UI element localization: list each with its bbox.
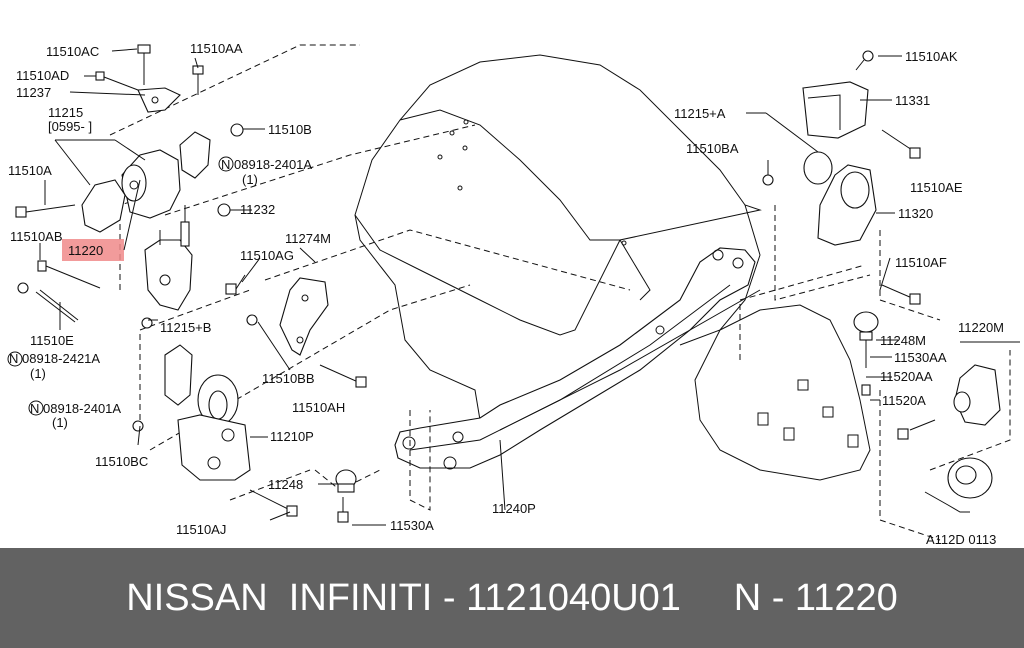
leader-lines <box>39 48 1020 526</box>
label-11331: 11331 <box>895 93 930 108</box>
front-mount-assembly <box>15 44 244 329</box>
n-markers <box>7 156 234 416</box>
label-11510bc: 11510BC <box>95 454 148 469</box>
label-11215: 11215 <box>48 105 83 120</box>
label-11510e: 11510E <box>30 333 74 348</box>
label-11520a: 11520A <box>882 393 926 408</box>
label-11510ak: 11510AK <box>905 49 958 64</box>
label-11510ac: 11510AC <box>46 44 99 59</box>
engine-block <box>354 54 762 421</box>
parts-diagram: 11510AC 11510AA 11510AD 11237 11215 [059… <box>7 41 1020 547</box>
label-11510bb: 11510BB <box>262 371 315 386</box>
transmission-case <box>694 304 871 481</box>
crossmember-11240p <box>394 247 761 470</box>
label-11510ad: 11510AD <box>16 68 69 83</box>
label-qty-bot: (1) <box>52 415 68 430</box>
label-11510ag: 11510AG <box>240 248 294 263</box>
part-number-text: NISSAN INFINITI - 1121040U01 N - 11220 <box>126 576 898 619</box>
stopper-11248 <box>335 469 357 523</box>
right-mount-assembly <box>762 50 921 305</box>
label-11320: 11320 <box>898 206 933 221</box>
label-11210p: 11210P <box>270 429 314 444</box>
label-11510aj: 11510AJ <box>176 522 226 537</box>
label-qty-top: (1) <box>242 172 258 187</box>
label-11274m: 11274M <box>285 231 331 246</box>
label-11215a: 11215+A <box>674 106 726 121</box>
label-11510ba: 11510BA <box>686 141 739 156</box>
label-08918-2421a: N 08918-2421A <box>9 351 100 366</box>
highlight-box <box>62 239 124 261</box>
label-11510b: 11510B <box>268 122 312 137</box>
rear-mount-assembly <box>132 344 298 517</box>
label-11530a: 11530A <box>390 518 434 533</box>
label-11248: 11248 <box>268 477 303 492</box>
label-ref-code: A112D 0113 <box>926 532 996 547</box>
label-11510ae: 11510AE <box>910 180 963 195</box>
label-11510a: 11510A <box>8 163 52 178</box>
label-11232: 11232 <box>240 202 275 217</box>
bracket-11274m <box>225 274 367 388</box>
label-11220m: 11220M <box>958 320 1004 335</box>
label-11237: 11237 <box>16 85 51 100</box>
label-11510ab: 11510AB <box>10 229 63 244</box>
label-11520aa: 11520AA <box>880 369 933 384</box>
label-08918-2401a-bot: N 08918-2401A <box>30 401 121 416</box>
label-11215b: 11215+B <box>160 320 211 335</box>
part-number-banner: NISSAN INFINITI - 1121040U01 N - 11220 <box>0 548 1024 648</box>
label-11530aa: 11530AA <box>894 350 947 365</box>
label-11510aa: 11510AA <box>190 41 243 56</box>
label-11240p: 11240P <box>492 501 536 516</box>
label-11510af: 11510AF <box>895 255 947 270</box>
label-11220: 11220 <box>68 243 103 258</box>
label-11510ah: 11510AH <box>292 400 345 415</box>
right-lower-mount <box>853 311 1001 513</box>
label-08918-2401a-top: N 08918-2401A <box>221 157 312 172</box>
label-11248m: 11248M <box>880 333 926 348</box>
label-0595: [0595- ] <box>48 119 92 134</box>
label-qty-mid: (1) <box>30 366 46 381</box>
